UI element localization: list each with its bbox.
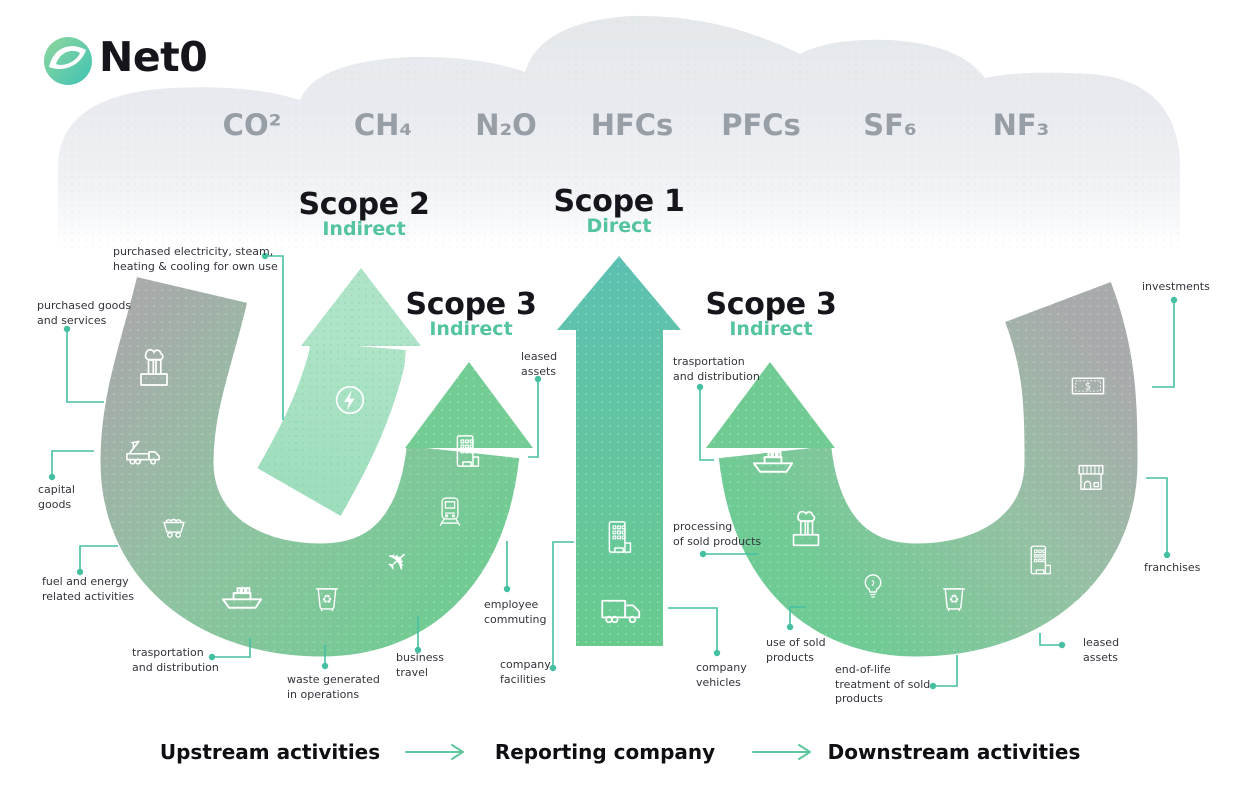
scope3-left-title: Scope 3 <box>405 287 537 322</box>
gas-ch4: CH₄ <box>353 108 413 142</box>
legend-reporting: Reporting company <box>494 740 716 764</box>
label-purchased-electricity: purchased electricity, steam, heating & … <box>113 245 278 273</box>
label-business-travel: business travel <box>396 651 444 679</box>
legend-arrows <box>405 744 811 760</box>
scope2-arrow <box>257 268 421 516</box>
scope1-arrow <box>557 256 681 646</box>
net0-logo <box>44 37 92 85</box>
label-use-of-sold: use of sold products <box>766 636 826 664</box>
connector-lines <box>51 255 1175 687</box>
gas-co2: CO² <box>222 108 282 142</box>
gas-n2o: N₂O <box>475 108 537 142</box>
label-waste: waste generated in operations <box>287 673 380 701</box>
downstream-arc <box>706 281 1138 657</box>
legend-downstream: Downstream activities <box>827 740 1081 764</box>
label-capital-goods: capital goods <box>38 483 75 511</box>
scope2-subtitle: Indirect <box>322 218 406 240</box>
gas-cloud <box>58 15 1180 253</box>
label-franchises: franchises <box>1144 561 1201 574</box>
label-company-facilities: company facilities <box>500 658 551 686</box>
label-transportation-right: trasportation and distribution <box>673 355 760 383</box>
gas-nf3: NF₃ <box>992 108 1050 142</box>
label-end-of-life: end-of-life treatment of sold products <box>835 663 931 706</box>
scope3-right-subtitle: Indirect <box>729 318 813 340</box>
label-leased-assets-left: leased assets <box>521 350 558 378</box>
legend-upstream: Upstream activities <box>159 740 381 764</box>
scope3-left-subtitle: Indirect <box>429 318 513 340</box>
upstream-to-reporting-arrow <box>405 744 464 760</box>
scope1-subtitle: Direct <box>586 215 652 237</box>
gas-hfcs: HFCs <box>590 108 674 142</box>
label-investments: investments <box>1142 280 1210 293</box>
label-purchased-goods: purchased goods and services <box>37 299 132 327</box>
label-company-vehicles: company vehicles <box>696 661 747 689</box>
scope2-title: Scope 2 <box>298 187 430 222</box>
gas-sf6: SF₆ <box>863 108 917 142</box>
connector-dots <box>48 252 1178 690</box>
label-fuel-energy: fuel and energy related activities <box>42 575 134 603</box>
label-leased-assets-right: leased assets <box>1083 636 1120 664</box>
label-transportation-left: trasportation and distribution <box>132 646 219 674</box>
label-employee-commuting: employee commuting <box>484 598 547 626</box>
label-processing: processing of sold products <box>673 520 762 548</box>
reporting-to-downstream-arrow <box>752 744 811 760</box>
scope1-title: Scope 1 <box>553 184 685 219</box>
gas-pfcs: PFCs <box>721 108 801 142</box>
brand-wordmark: Net0 <box>99 33 208 81</box>
scope3-right-title: Scope 3 <box>705 287 837 322</box>
